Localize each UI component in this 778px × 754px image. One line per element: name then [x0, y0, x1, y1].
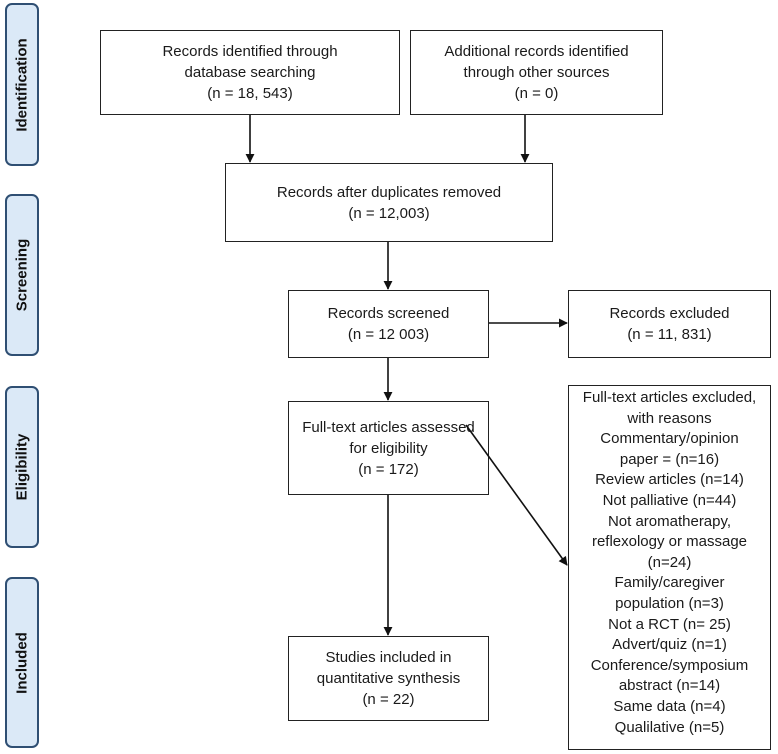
box-line: Same data (n=4)	[613, 697, 726, 715]
box-duplicates-removed: Records after duplicates removed (n = 12…	[225, 163, 553, 242]
box-line: Records excluded	[609, 305, 730, 322]
box-line: Records identified through	[162, 43, 338, 60]
box-fulltext-assessed: Full-text articles assessed for eligibil…	[288, 401, 489, 495]
box-line: (n = 0)	[514, 85, 559, 102]
box-line: (n = 12 003)	[347, 326, 430, 343]
phase-included: Included	[5, 577, 39, 748]
box-line: Studies included in	[325, 649, 452, 666]
box-line: Full-text articles assessed	[302, 418, 475, 436]
box-line: (n = 12,003)	[348, 204, 430, 222]
phase-screening: Screening	[5, 194, 39, 356]
box-line: database searching	[184, 64, 316, 81]
box-line: Records screened	[327, 305, 450, 322]
box-line: Full-text articles excluded,	[582, 389, 757, 406]
box-line: Review articles (n=14)	[595, 471, 744, 489]
box-records-excluded: Records excluded (n = 11, 831)	[568, 290, 771, 358]
box-line: Commentary/opinion	[600, 430, 739, 448]
box-line: Advert/quiz (n=1)	[612, 636, 727, 654]
box-line: Additional records identified	[444, 43, 629, 60]
box-line: Qualilative (n=5)	[614, 718, 725, 736]
phase-eligibility: Eligibility	[5, 386, 39, 548]
box-line: paper = (n=16)	[619, 450, 720, 468]
box-line: quantitative synthesis	[316, 670, 461, 687]
box-line: Family/caregiver	[614, 574, 725, 592]
box-studies-included: Studies included in quantitative synthes…	[288, 636, 489, 721]
box-line: (n = 172)	[358, 460, 419, 478]
box-line: population (n=3)	[615, 594, 724, 612]
box-records-screened: Records screened (n = 12 003)	[288, 290, 489, 358]
box-database-records: Records identified through database sear…	[100, 30, 400, 115]
phase-identification: Identification	[5, 3, 39, 166]
box-line: (n=24)	[647, 553, 692, 571]
arrow-fulltext-to-excluded	[465, 424, 568, 566]
box-line: (n = 11, 831)	[627, 326, 712, 343]
box-line: Not a RCT (n= 25)	[608, 615, 731, 633]
box-line: abstract (n=14)	[618, 677, 721, 695]
box-line: Not palliative (n=44)	[602, 491, 737, 509]
box-line: (n = 18, 543)	[207, 85, 293, 102]
box-line: for eligibility	[349, 439, 428, 457]
box-line: Conference/symposium	[590, 656, 749, 674]
box-line: reflexology or massage	[591, 533, 748, 551]
box-other-sources: Additional records identified through ot…	[410, 30, 663, 115]
box-fulltext-excluded: Full-text articles excluded, with reason…	[568, 385, 771, 750]
box-line: (n = 22)	[362, 691, 415, 708]
box-line: Records after duplicates removed	[276, 183, 502, 201]
box-line: Not aromatherapy,	[607, 512, 732, 530]
box-line: through other sources	[463, 64, 610, 81]
box-line: with reasons	[627, 409, 712, 427]
